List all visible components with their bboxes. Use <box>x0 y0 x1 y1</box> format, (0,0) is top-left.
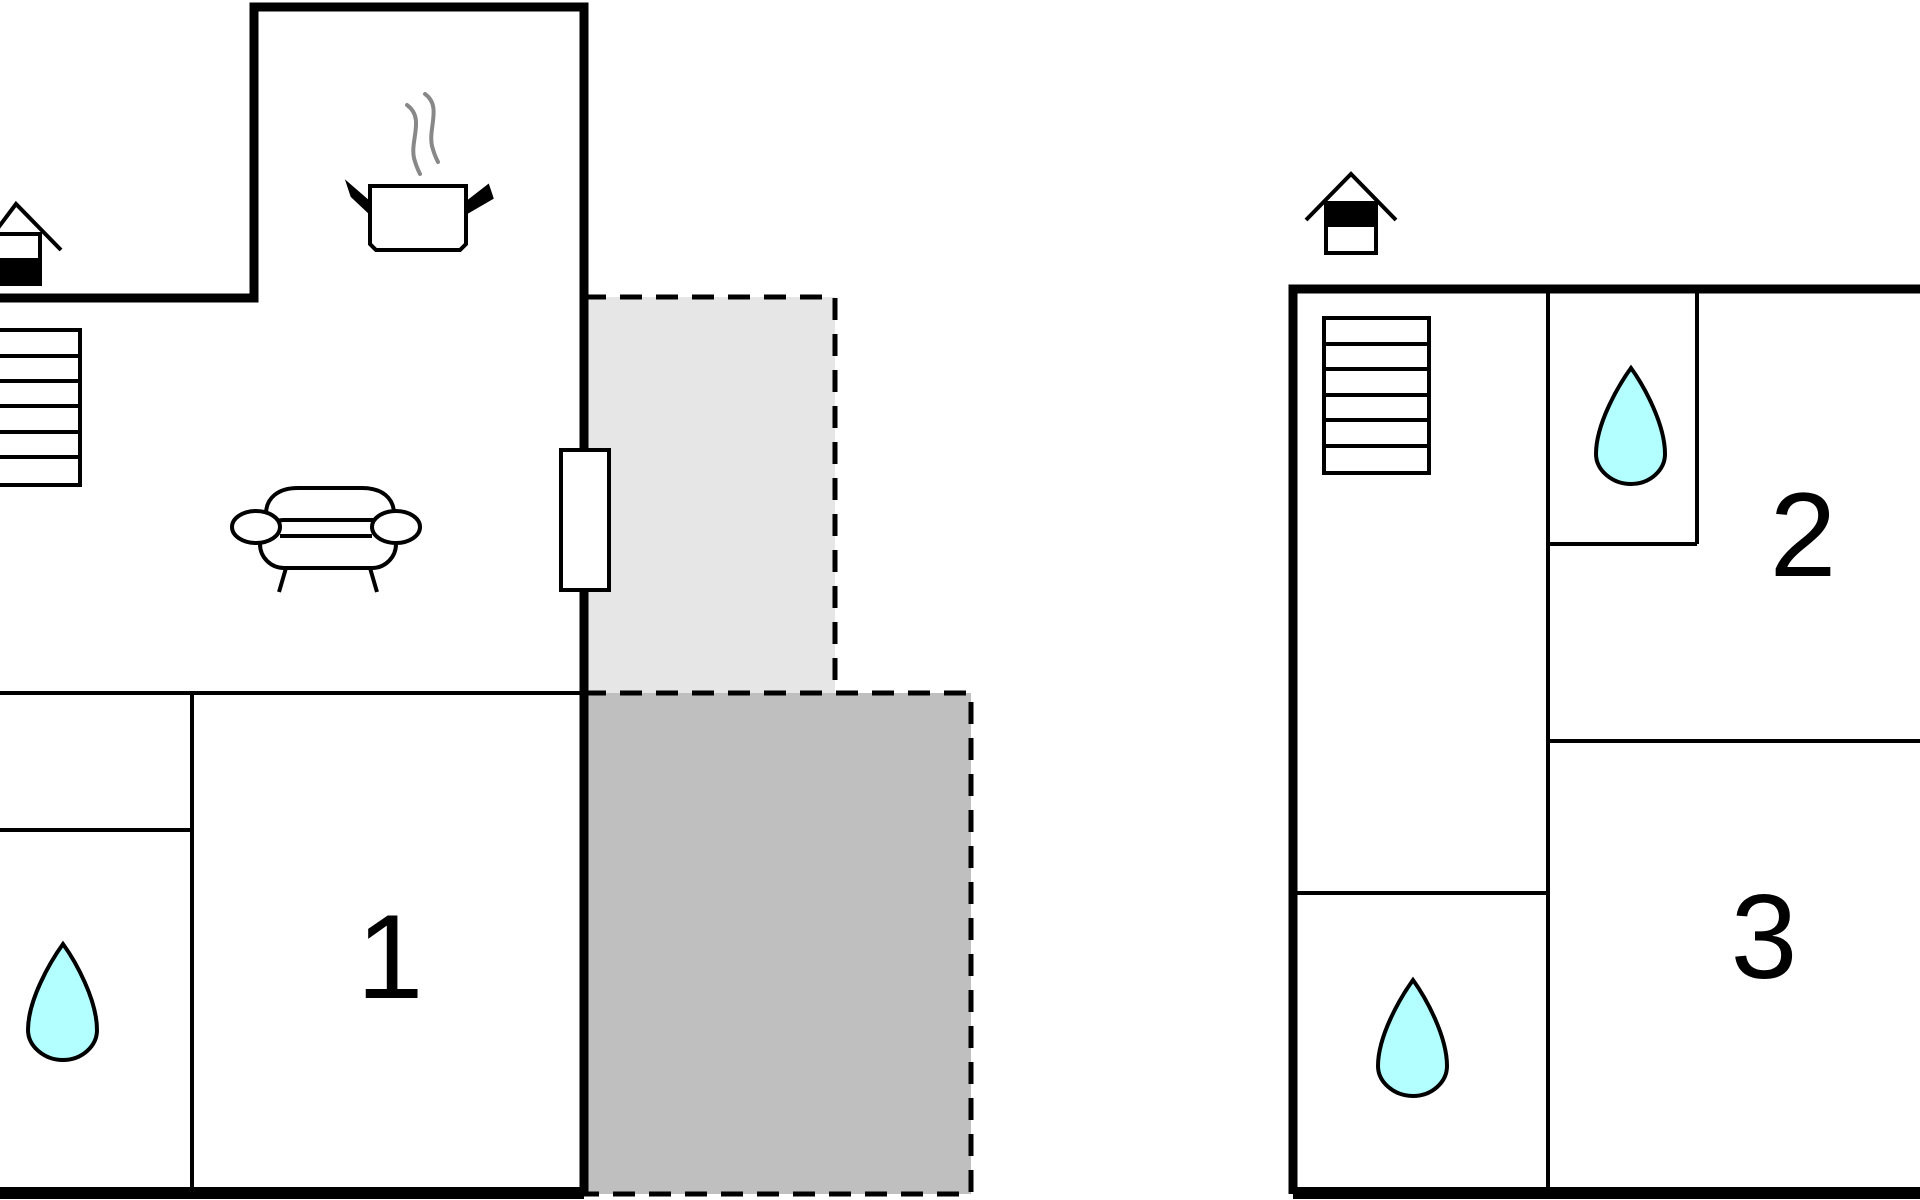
shower-drop-icon <box>1375 976 1450 1099</box>
stairs-icon <box>1322 316 1431 475</box>
room-number-1: 1 <box>357 890 424 1024</box>
cooking-pot-icon <box>344 92 494 252</box>
terrace-upper <box>584 294 838 693</box>
shower-drop-icon <box>1593 364 1668 487</box>
room-number-2: 2 <box>1770 468 1837 602</box>
room-number-3: 3 <box>1731 870 1798 1004</box>
floor-level-house-icon <box>1304 171 1398 255</box>
door-icon <box>559 448 611 592</box>
sofa-icon <box>230 486 422 593</box>
shower-drop-icon <box>25 940 100 1063</box>
floor-level-house-icon <box>0 200 63 286</box>
left-floor-walls <box>0 2 589 1199</box>
stairs-icon <box>0 328 82 487</box>
right-floor-walls <box>1288 284 1920 1199</box>
terrace-lower <box>584 690 974 1197</box>
